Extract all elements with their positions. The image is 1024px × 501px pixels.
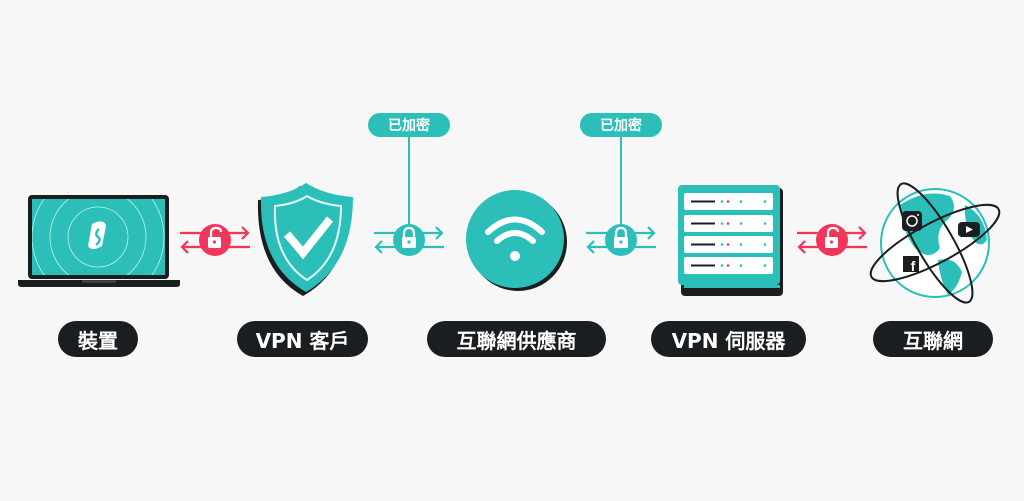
shield-check-icon bbox=[257, 183, 353, 296]
connection-4 bbox=[795, 224, 869, 256]
youtube-icon bbox=[958, 222, 980, 237]
locked-padlock-icon bbox=[614, 226, 628, 237]
svg-text:f: f bbox=[911, 258, 916, 274]
facebook-icon: f bbox=[903, 256, 919, 274]
unlocked-padlock-icon bbox=[209, 226, 223, 238]
connection-3 bbox=[584, 224, 658, 256]
connection-1 bbox=[178, 224, 252, 256]
node-label-device: 裝置 bbox=[58, 321, 138, 357]
node-label-vpn-server: VPN 伺服器 bbox=[651, 321, 806, 357]
globe-icon: f bbox=[869, 182, 1001, 304]
wifi-icon bbox=[466, 190, 567, 291]
node-label-isp: 互聯網供應商 bbox=[427, 321, 606, 357]
node-label-internet: 互聯網 bbox=[873, 321, 993, 357]
encrypted-badge: 已加密 bbox=[580, 113, 662, 137]
unlocked-padlock-icon bbox=[826, 226, 840, 238]
node-label-vpn-client: VPN 客戶 bbox=[237, 321, 368, 357]
locked-padlock-icon bbox=[402, 226, 416, 237]
connection-2 bbox=[372, 224, 446, 256]
encrypted-badge: 已加密 bbox=[368, 113, 450, 137]
server-icon bbox=[678, 185, 783, 296]
instagram-icon bbox=[902, 211, 922, 231]
laptop-icon bbox=[18, 195, 180, 287]
